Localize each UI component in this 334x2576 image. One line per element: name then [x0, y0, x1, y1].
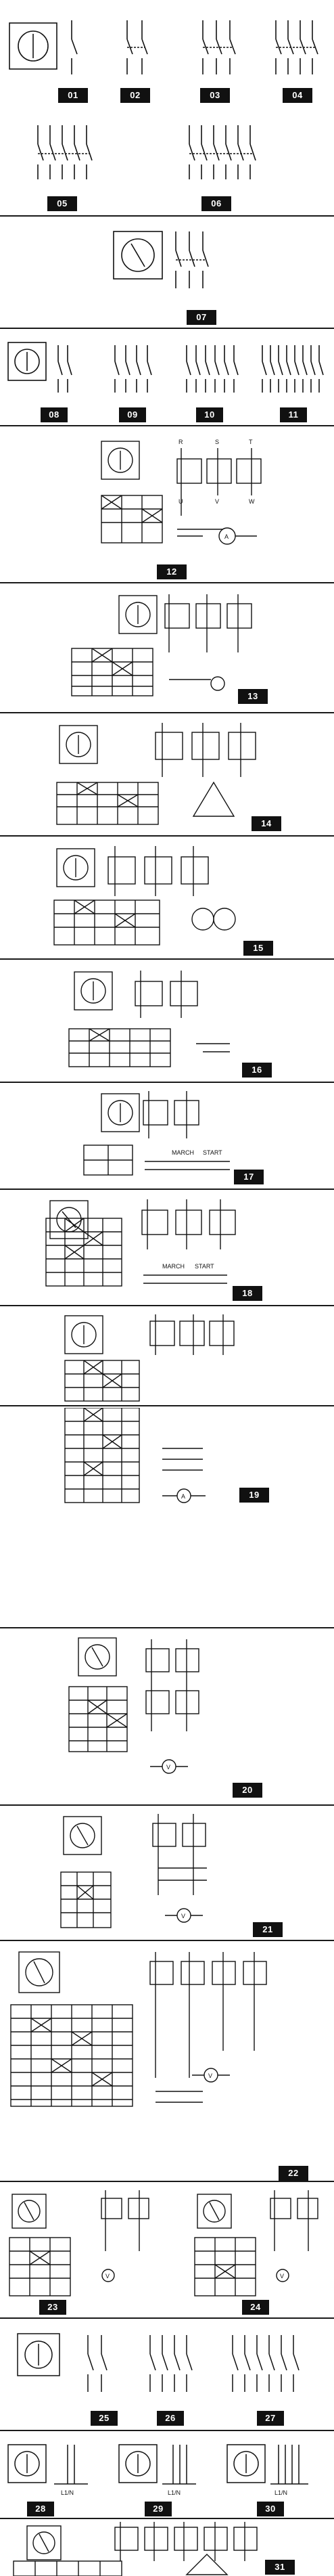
diagram-number-29: 29 — [145, 2502, 172, 2516]
section-divider — [0, 712, 334, 713]
diagram-row-08-11 — [7, 342, 324, 393]
voltmeter-symbol: V — [166, 1764, 170, 1771]
label-l1n: L1/N — [168, 2489, 181, 2496]
diagram-number-14: 14 — [252, 816, 281, 831]
section-divider — [0, 425, 334, 426]
diagram-number-04: 04 — [283, 88, 312, 103]
diagram-number-25: 25 — [91, 2411, 118, 2426]
diagram-number-03: 03 — [200, 88, 230, 103]
diagram-number-27: 27 — [257, 2411, 284, 2426]
diagram-number-22: 22 — [279, 2166, 308, 2181]
ammeter-symbol: A — [224, 533, 229, 540]
section-divider — [0, 215, 334, 217]
section-divider — [0, 2430, 334, 2431]
section-divider — [0, 1940, 334, 1941]
diagram-19 — [64, 1314, 235, 1402]
voltmeter-symbol: V — [181, 1913, 185, 1919]
section-divider — [0, 1405, 334, 1406]
section-divider — [0, 2181, 334, 2182]
label-l1n: L1/N — [61, 2489, 74, 2496]
diagram-number-18: 18 — [233, 1286, 262, 1301]
diagram-number-23: 23 — [39, 2300, 66, 2315]
diagram-row-05-06 — [37, 125, 256, 179]
diagram-22: V — [10, 1951, 267, 2107]
diagram-14 — [56, 723, 256, 825]
diagram-21: V — [60, 1814, 207, 1928]
diagram-number-12: 12 — [157, 564, 187, 579]
section-divider — [0, 958, 334, 960]
diagram-number-16: 16 — [242, 1063, 272, 1078]
label-V: V — [215, 498, 219, 505]
section-divider — [0, 1627, 334, 1628]
label-U: U — [178, 498, 183, 505]
diagram-number-02: 02 — [120, 88, 150, 103]
diagram-15 — [53, 846, 236, 946]
diagram-row-01-04 — [9, 20, 318, 74]
diagram-16 — [68, 971, 230, 1067]
diagram-row-25-27 — [17, 2333, 300, 2392]
voltmeter-symbol: V — [208, 2072, 212, 2079]
diagram-number-09: 09 — [119, 407, 146, 422]
section-divider — [0, 2518, 334, 2519]
section-divider — [0, 328, 334, 329]
ammeter-symbol: A — [181, 1493, 185, 1500]
diagram-number-31: 31 — [265, 2560, 295, 2575]
diagram-number-08: 08 — [41, 407, 68, 422]
diagram-number-20: 20 — [233, 1783, 262, 1798]
diagram-number-30: 30 — [257, 2502, 284, 2516]
label-R: R — [178, 439, 183, 445]
diagram-20: V — [68, 1637, 199, 1774]
diagram-number-26: 26 — [157, 2411, 184, 2426]
diagram-19-lower: A — [64, 1408, 206, 1503]
diagram-31 — [13, 2522, 258, 2576]
section-divider — [0, 2317, 334, 2319]
section-divider — [0, 1082, 334, 1083]
label-S: S — [215, 439, 219, 445]
section-divider — [0, 1305, 334, 1306]
diagram-number-13: 13 — [238, 689, 268, 704]
diagram-row-23-24: V V — [9, 2190, 318, 2296]
diagram-number-05: 05 — [47, 196, 77, 211]
diagram-number-15: 15 — [243, 941, 273, 956]
diagram-07 — [113, 231, 209, 288]
diagram-number-01: 01 — [58, 88, 88, 103]
label-l1n: L1/N — [275, 2489, 287, 2496]
section-divider — [0, 1189, 334, 1190]
diagram-number-17: 17 — [234, 1170, 264, 1184]
diagram-number-07: 07 — [187, 310, 216, 325]
label-T: T — [249, 439, 253, 445]
voltmeter-symbol: V — [280, 2273, 284, 2280]
diagram-13 — [71, 594, 252, 696]
diagram-row-28-30: L1/N L1/N L1/N — [7, 2444, 308, 2496]
label-W: W — [249, 498, 255, 505]
diagram-number-06: 06 — [201, 196, 231, 211]
diagram-number-28: 28 — [27, 2502, 54, 2516]
diagram-number-10: 10 — [196, 407, 223, 422]
section-divider — [0, 582, 334, 583]
label-start: START — [195, 1263, 214, 1270]
label-march: MARCH — [172, 1149, 194, 1156]
label-march: MARCH — [162, 1263, 185, 1270]
diagram-number-24: 24 — [242, 2300, 269, 2315]
section-divider — [0, 1804, 334, 1806]
section-divider — [0, 835, 334, 837]
diagram-number-19: 19 — [239, 1488, 269, 1503]
diagram-17: MARCH START — [83, 1091, 230, 1176]
diagram-number-21: 21 — [253, 1922, 283, 1937]
label-start: START — [203, 1149, 222, 1156]
diagram-12: R S T U V W A — [101, 439, 262, 545]
diagram-18: MARCH START — [45, 1199, 236, 1287]
voltmeter-symbol: V — [105, 2273, 110, 2280]
diagram-number-11: 11 — [280, 407, 307, 422]
